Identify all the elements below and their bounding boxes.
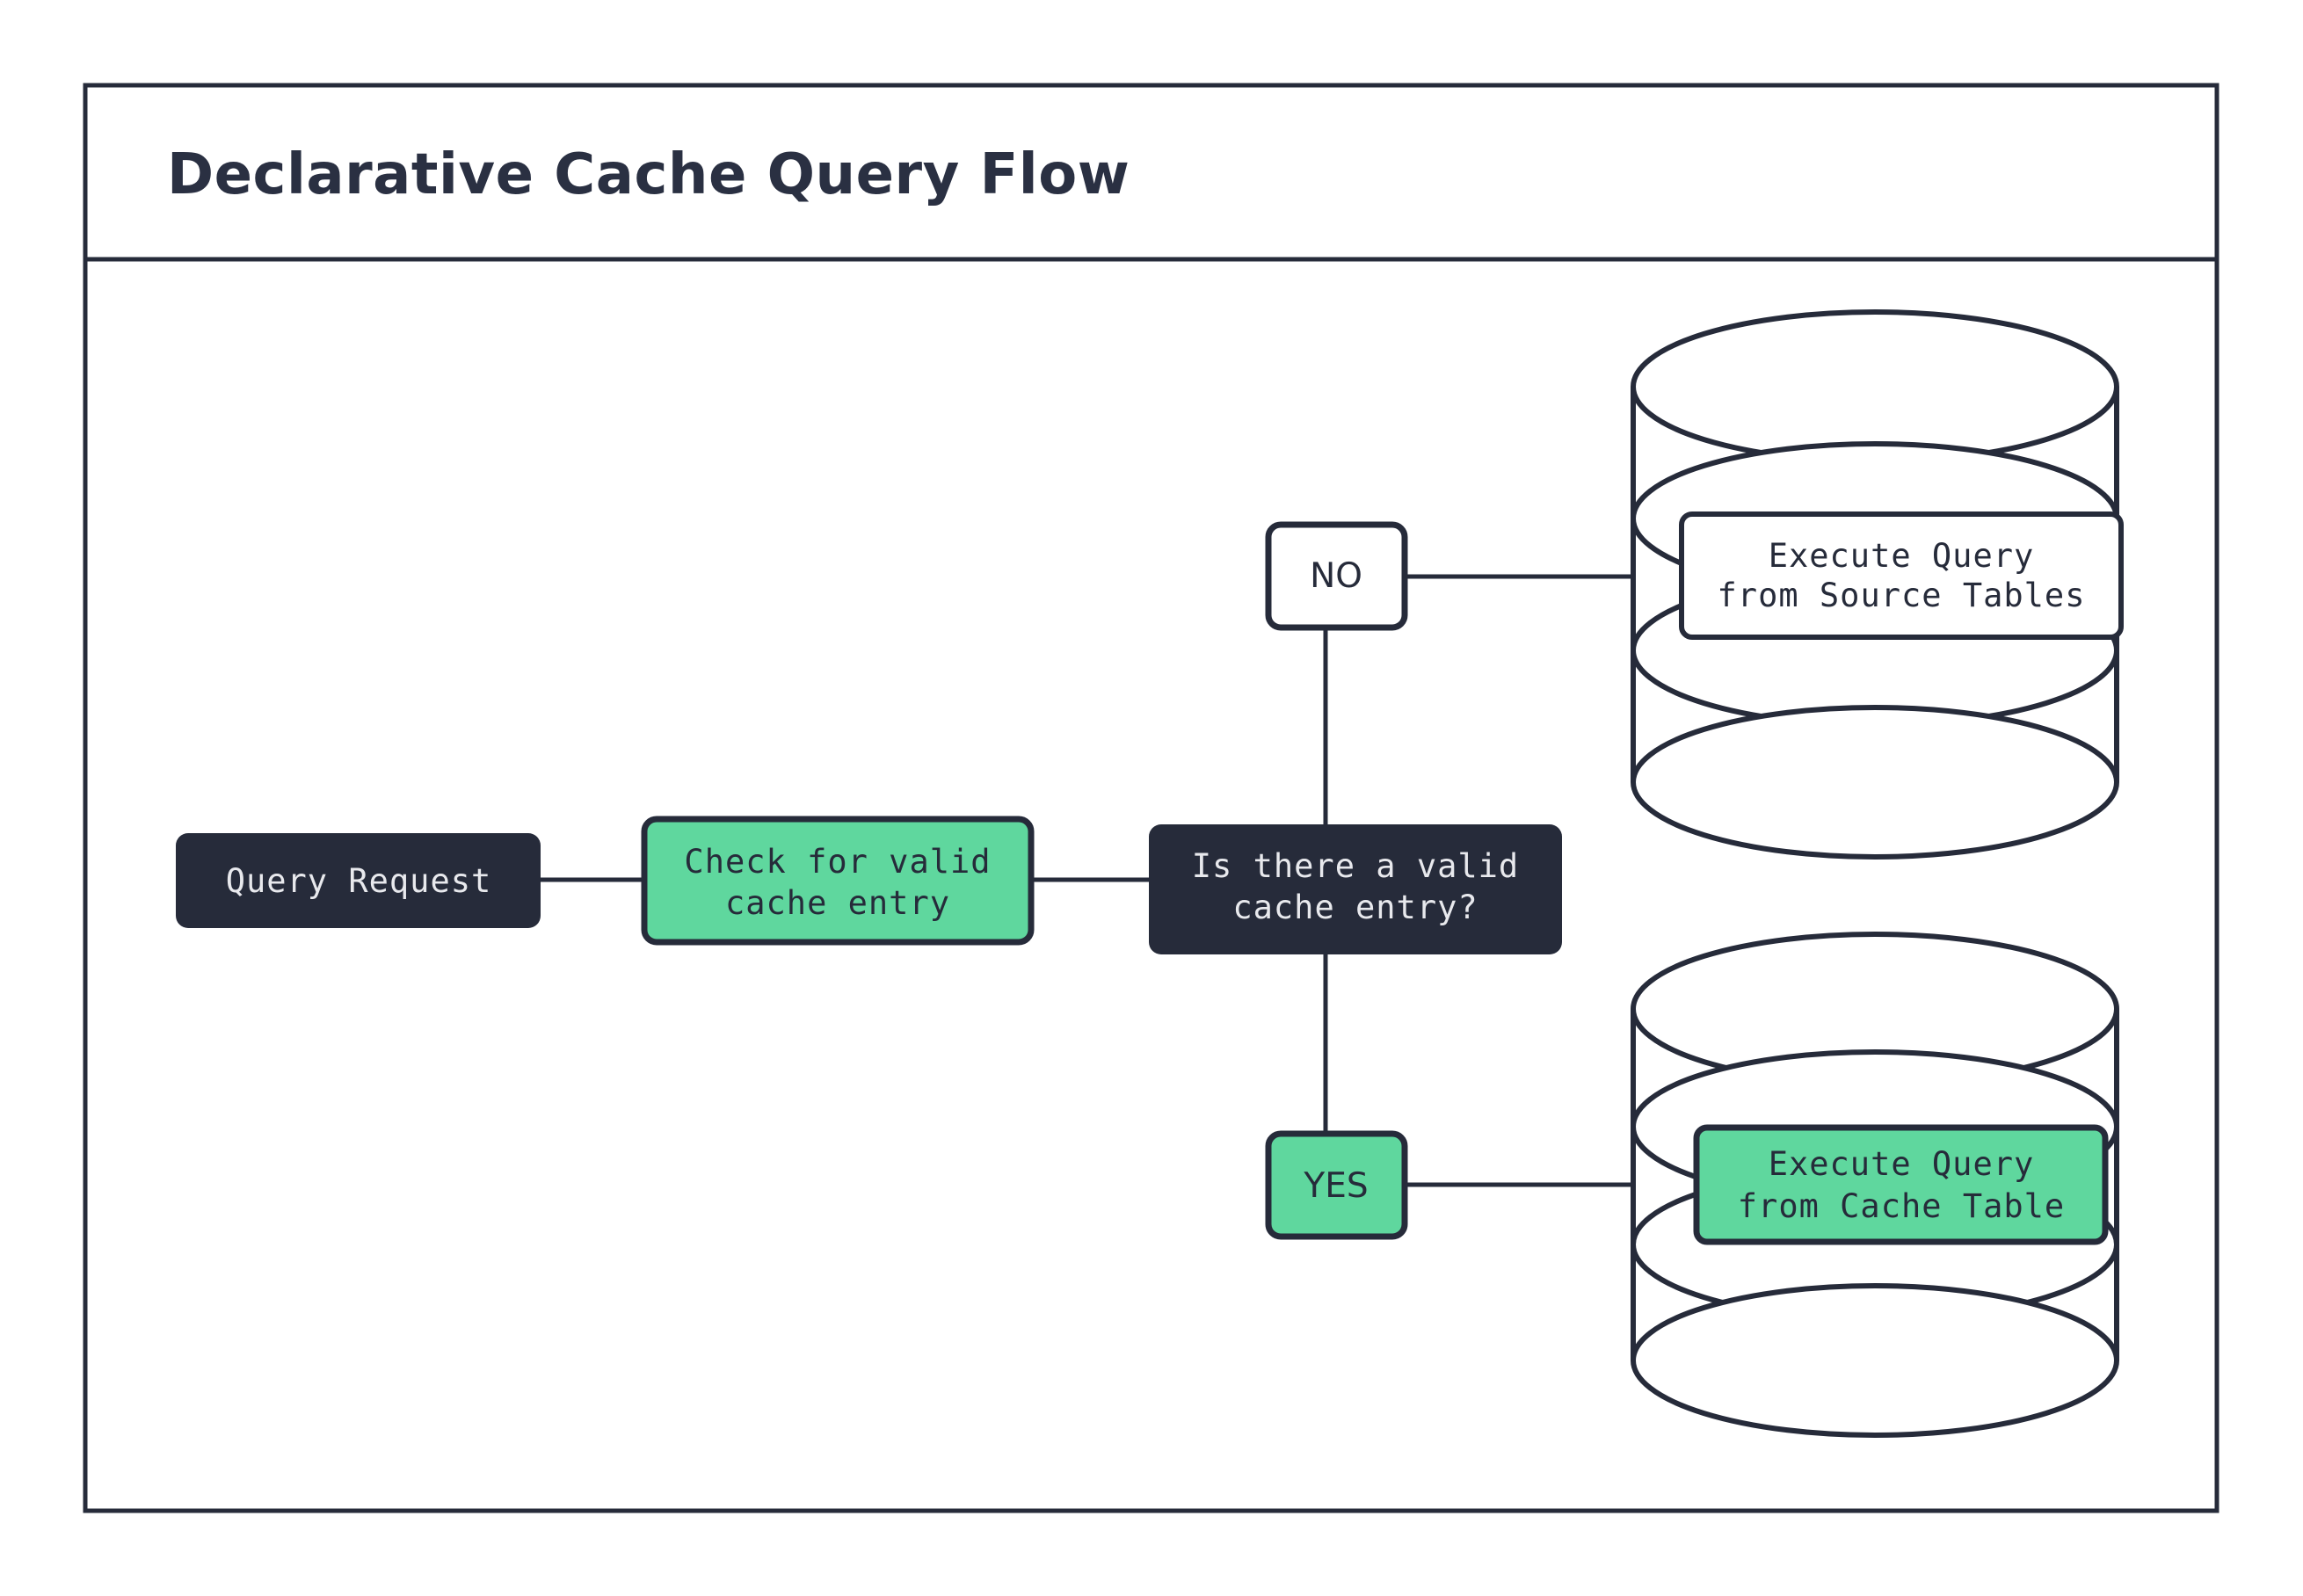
node-decision-valid-cache[interactable]: Is there a valid cache entry?	[1149, 824, 1562, 954]
cache-table-database: Execute Query from Cache Table	[1631, 932, 2119, 1438]
check-cache-label-line1: Check for valid	[684, 843, 991, 881]
source-db-disk-4	[1631, 705, 2119, 860]
check-cache-label-line2: cache entry	[725, 884, 950, 922]
branch-label-yes[interactable]: YES	[1265, 1130, 1408, 1240]
yes-label-text: YES	[1303, 1166, 1368, 1206]
branch-label-no[interactable]: NO	[1265, 521, 1408, 631]
no-label-text: NO	[1310, 556, 1362, 596]
source-db-label-line2: from Source Tables	[1718, 577, 2086, 614]
query-request-box[interactable]	[176, 833, 541, 928]
query-request-label: Query Request	[226, 862, 492, 900]
cache-db-label-box	[1693, 1124, 2109, 1245]
cache-db-disk-4	[1631, 1283, 2119, 1438]
node-check-cache[interactable]: Check for valid cache entry	[641, 816, 1035, 946]
page-title: Declarative Cache Query Flow	[167, 142, 1130, 207]
diagram-frame	[83, 83, 2219, 1513]
check-cache-box[interactable]	[641, 816, 1035, 946]
source-db-disk-1	[1631, 309, 2119, 464]
source-db-label-line1: Execute Query	[1769, 537, 2035, 575]
source-tables-database: Execute Query from Source Tables	[1631, 309, 2124, 860]
decision-box[interactable]	[1149, 824, 1562, 954]
node-query-request[interactable]: Query Request	[176, 833, 541, 928]
cache-db-label-line2: from Cache Table	[1738, 1187, 2065, 1225]
yes-label-box[interactable]	[1265, 1130, 1408, 1240]
decision-label-line1: Is there a valid	[1192, 847, 1519, 885]
no-label-box[interactable]	[1265, 521, 1408, 631]
cache-db-label-line1: Execute Query	[1769, 1145, 2035, 1183]
source-db-label-box	[1679, 511, 2124, 640]
decision-label-line2: cache entry?	[1232, 889, 1478, 926]
